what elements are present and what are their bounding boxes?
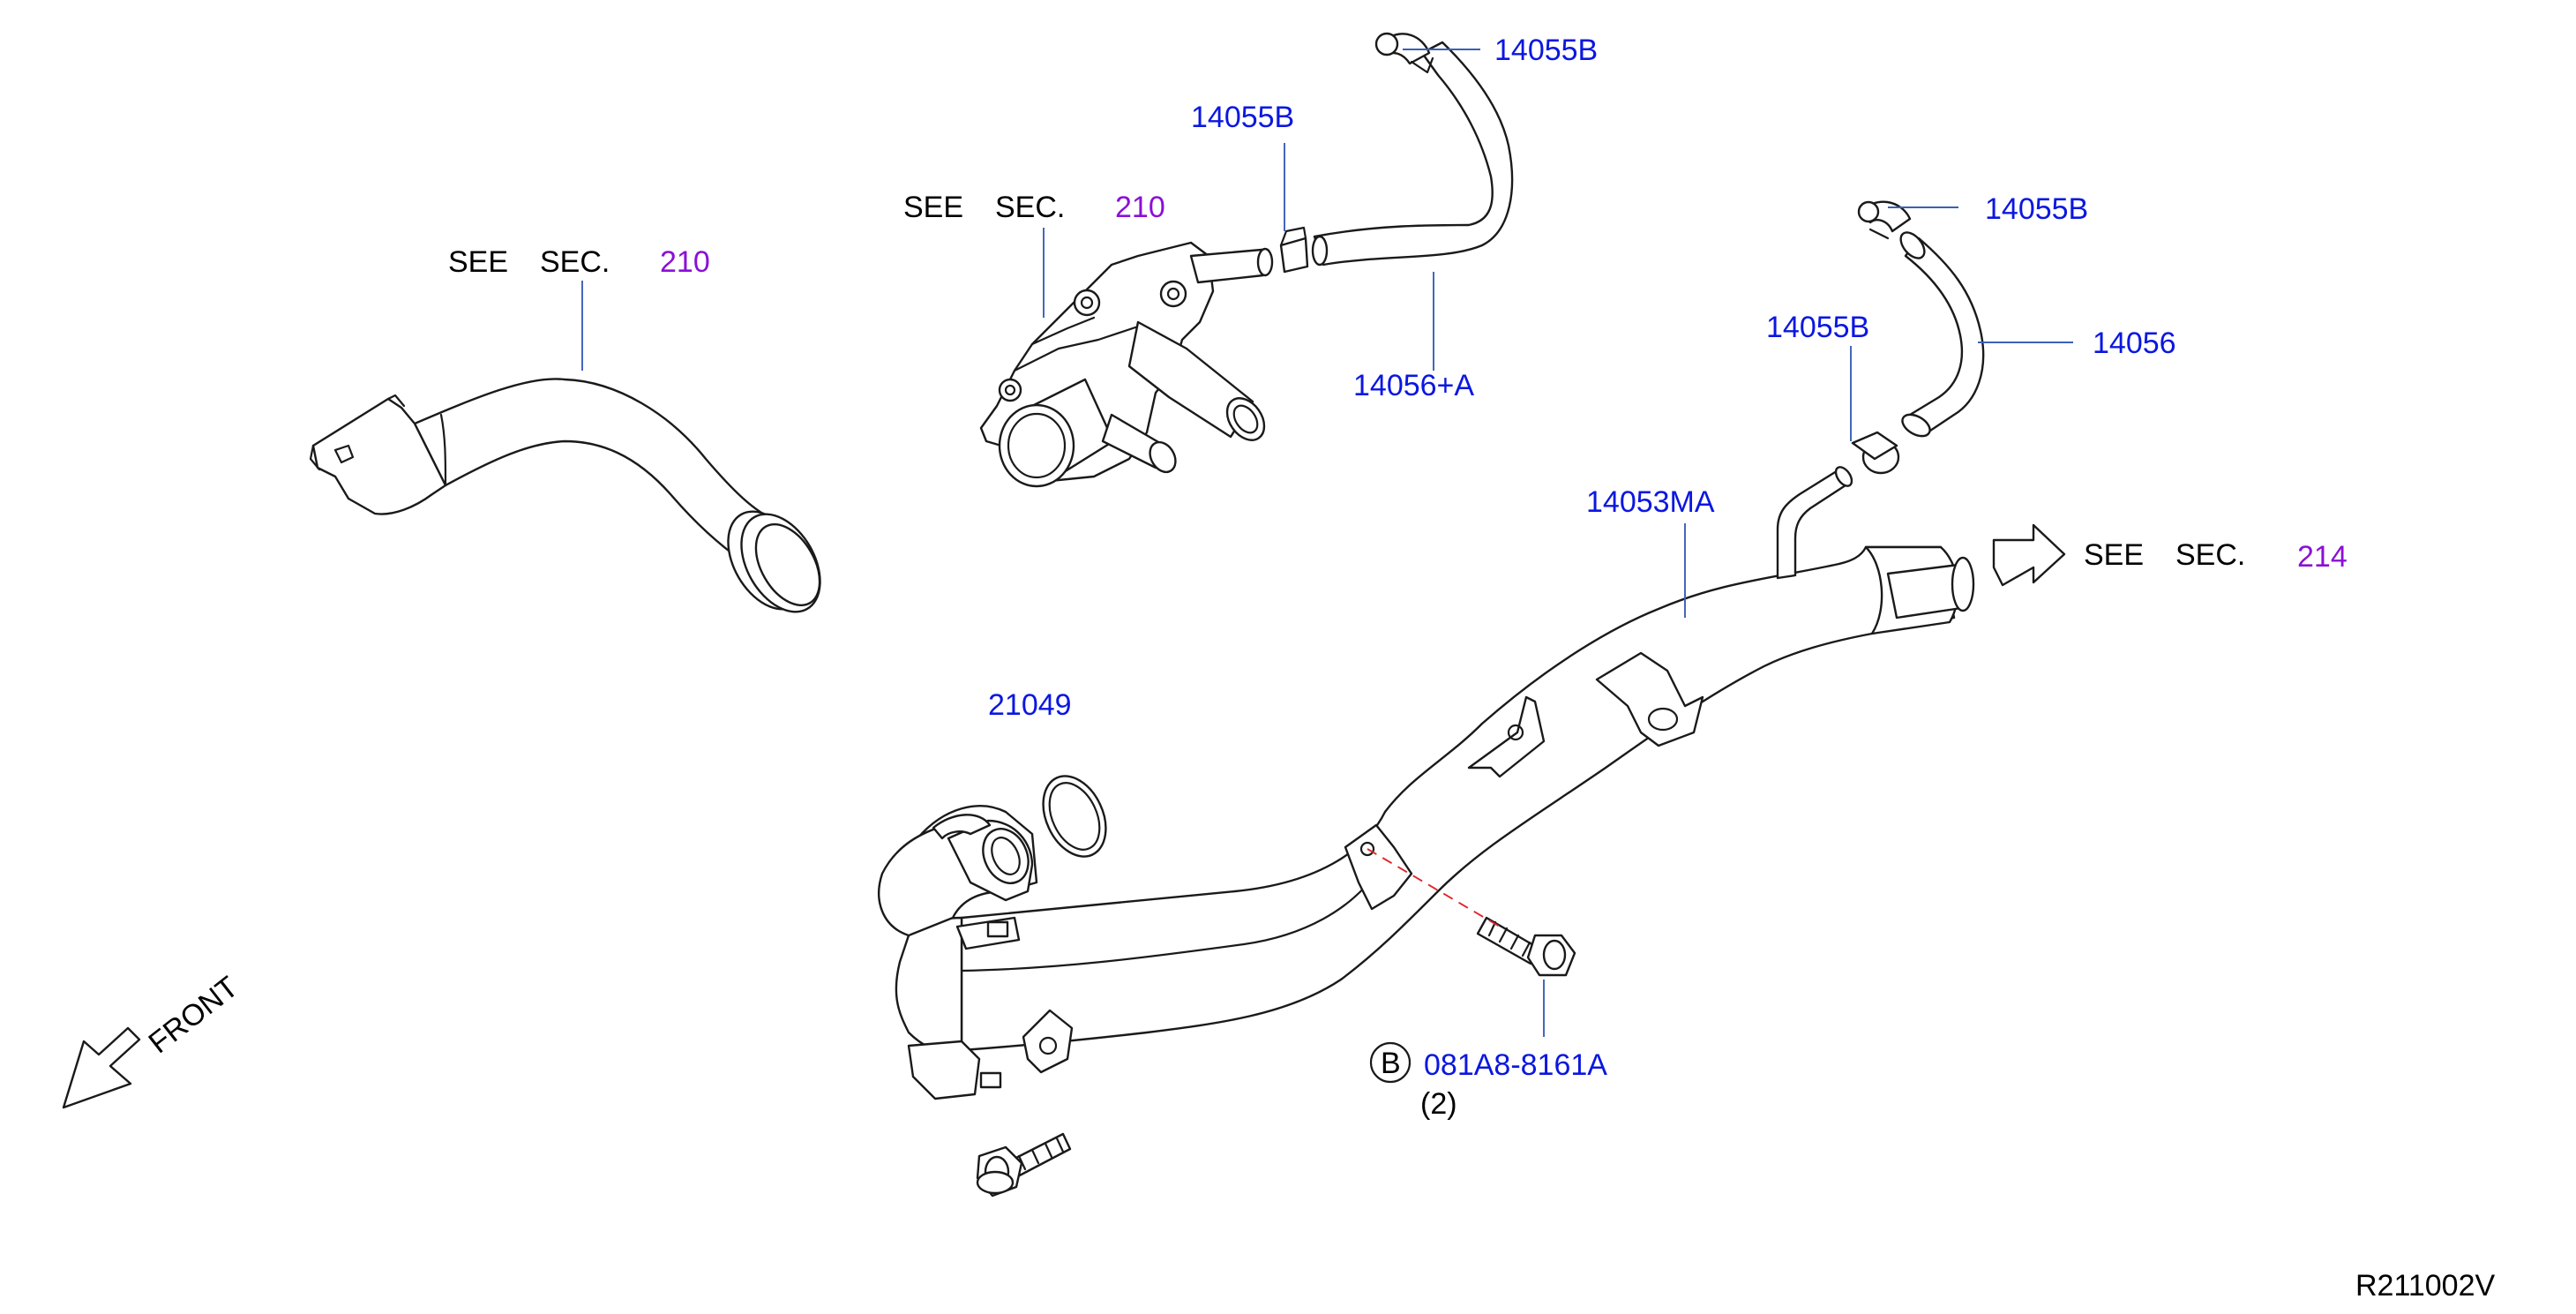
section-ref-210-center[interactable]: 210 (1115, 191, 1165, 224)
part-21049[interactable]: 21049 (988, 688, 1072, 722)
part-081a8-8161a[interactable]: 081A8-8161A (1424, 1048, 1607, 1082)
water-pipe-14053ma (878, 466, 1975, 1100)
bolt-quantity: (2) (1420, 1087, 1457, 1121)
upper-radiator-hose (309, 378, 821, 613)
hose-14056 (1851, 200, 1985, 475)
sec-label-left: SEC. (540, 245, 610, 279)
part-14055b-top[interactable]: 14055B (1494, 34, 1598, 67)
part-14055b-mid[interactable]: 14055B (1191, 101, 1294, 134)
part-14056[interactable]: 14056 (2093, 327, 2176, 360)
circled-b-icon (1369, 1041, 1412, 1084)
arrow-right-icon (1992, 523, 2066, 587)
part-14056a[interactable]: 14056+A (1353, 369, 1474, 402)
bolt-081a8-8161a (1476, 916, 1576, 977)
diagram-code: R211002V (2355, 1269, 2495, 1303)
part-14055b-lower[interactable]: 14055B (1766, 311, 1869, 344)
section-ref-214[interactable]: 214 (2297, 540, 2348, 574)
sec-label-right: SEC. (2175, 538, 2245, 572)
bolt-lower (976, 1132, 1072, 1198)
sec-label-center: SEC. (995, 191, 1065, 224)
thermostat-housing (979, 241, 1274, 488)
see-label-center: SEE (903, 191, 963, 224)
section-ref-210-left[interactable]: 210 (660, 245, 710, 279)
gasket-21049 (1042, 775, 1107, 858)
part-14055b-right[interactable]: 14055B (1985, 192, 2088, 226)
bolt-centerline (1367, 848, 1501, 927)
hose-14056a (1279, 32, 1514, 274)
front-arrow-icon (62, 1026, 141, 1109)
leader-lines (581, 49, 2073, 1037)
see-label-right: SEE (2084, 538, 2144, 572)
part-14053ma[interactable]: 14053MA (1586, 485, 1715, 519)
bolt-letter-b: B (1381, 1047, 1401, 1080)
front-label: FRONT (143, 970, 245, 1060)
see-label-left: SEE (448, 245, 508, 279)
